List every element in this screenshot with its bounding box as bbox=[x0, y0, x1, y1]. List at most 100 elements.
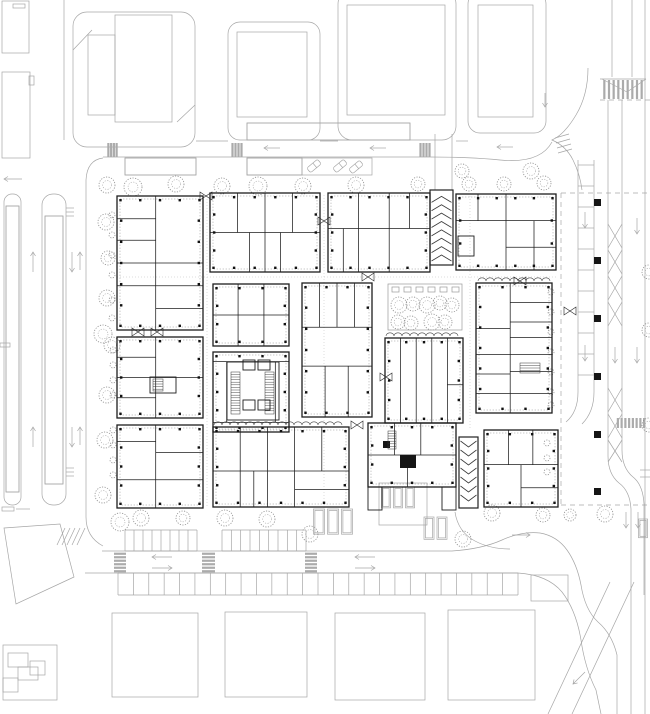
column bbox=[344, 501, 347, 504]
column bbox=[387, 266, 390, 269]
median-cross bbox=[607, 387, 623, 413]
planter bbox=[391, 286, 400, 293]
column bbox=[422, 341, 426, 344]
expansion-joint bbox=[563, 306, 577, 316]
truck-trailer bbox=[313, 508, 325, 535]
expansion-joint bbox=[379, 372, 393, 382]
column bbox=[120, 304, 123, 307]
car-icon bbox=[307, 159, 321, 173]
tree-canopy bbox=[108, 314, 116, 322]
median-cross bbox=[607, 439, 623, 463]
column bbox=[258, 430, 261, 433]
tree-icon bbox=[108, 211, 116, 219]
column bbox=[325, 411, 328, 414]
tree-icon bbox=[536, 175, 552, 191]
column bbox=[331, 213, 334, 216]
building-block bbox=[384, 337, 464, 424]
arrow-head bbox=[167, 565, 173, 571]
tree-canopy bbox=[109, 361, 117, 369]
tree-canopy bbox=[98, 386, 116, 404]
column bbox=[274, 266, 277, 269]
column bbox=[120, 261, 123, 265]
tree-canopy bbox=[454, 163, 470, 179]
column bbox=[366, 391, 369, 394]
core-fill bbox=[400, 455, 416, 468]
truck-icon bbox=[436, 516, 448, 548]
tree-inner bbox=[220, 513, 230, 523]
tree-inner bbox=[406, 318, 416, 328]
tree-inner bbox=[413, 179, 423, 189]
tree-canopy bbox=[248, 176, 268, 196]
truck-cab bbox=[438, 541, 446, 548]
column bbox=[283, 409, 286, 412]
tree-icon bbox=[390, 314, 406, 330]
column bbox=[197, 240, 200, 244]
column bbox=[216, 465, 219, 469]
truck-trailer-inner bbox=[328, 510, 338, 534]
tree-canopy bbox=[547, 401, 555, 409]
column bbox=[283, 322, 286, 326]
tree-icon bbox=[301, 525, 319, 543]
tree-icon bbox=[94, 486, 112, 504]
column bbox=[197, 219, 200, 222]
column bbox=[479, 346, 482, 350]
facade-mullions bbox=[387, 340, 461, 421]
context-building bbox=[114, 14, 173, 123]
tree-inner bbox=[262, 514, 272, 524]
sidewalk-hatch bbox=[246, 157, 303, 176]
column bbox=[314, 249, 317, 252]
stair bbox=[230, 371, 241, 415]
tree-inner bbox=[136, 513, 146, 523]
truck-icon bbox=[393, 486, 403, 509]
column bbox=[459, 242, 462, 245]
column bbox=[232, 196, 236, 199]
column bbox=[410, 426, 414, 429]
tree-inner bbox=[252, 180, 264, 192]
core-inner bbox=[226, 361, 280, 421]
facade-mullions bbox=[330, 195, 428, 270]
building-block bbox=[455, 193, 557, 271]
tree-canopy bbox=[123, 177, 143, 197]
column bbox=[406, 266, 409, 269]
ramp-chevron bbox=[460, 494, 477, 502]
tree-canopy bbox=[301, 525, 319, 543]
column bbox=[532, 197, 536, 200]
yield-stripe bbox=[555, 138, 571, 144]
tree-inner bbox=[178, 513, 188, 523]
ramp-chevron bbox=[431, 254, 452, 262]
tree-icon bbox=[403, 315, 419, 331]
tree-inner bbox=[114, 516, 126, 528]
arrow-head bbox=[69, 267, 75, 273]
column bbox=[178, 412, 181, 415]
column bbox=[349, 266, 352, 269]
parcel-loop bbox=[72, 11, 196, 148]
yield-stripe bbox=[556, 143, 572, 149]
column bbox=[314, 213, 317, 216]
building-block bbox=[483, 429, 559, 508]
tree-icon bbox=[547, 348, 555, 356]
column bbox=[524, 286, 527, 289]
context-building bbox=[346, 4, 446, 116]
context-building bbox=[530, 574, 569, 602]
truck-cab bbox=[329, 536, 338, 544]
tree-icon bbox=[108, 296, 116, 304]
arrow-head bbox=[3, 176, 9, 182]
tree-canopy bbox=[403, 315, 419, 331]
column bbox=[431, 426, 434, 429]
median-cross bbox=[607, 223, 623, 249]
column bbox=[197, 446, 200, 449]
tree-icon bbox=[109, 376, 117, 384]
truck-icon bbox=[381, 486, 391, 509]
truck-trailer bbox=[423, 516, 435, 540]
tree-inner bbox=[422, 300, 432, 310]
column bbox=[478, 407, 481, 410]
tree-icon bbox=[437, 314, 453, 330]
column bbox=[294, 266, 298, 269]
column bbox=[301, 430, 304, 433]
tree-inner bbox=[217, 181, 227, 191]
tree-icon bbox=[535, 507, 551, 523]
column bbox=[457, 379, 460, 382]
tree-icon bbox=[108, 314, 116, 322]
column bbox=[284, 340, 287, 343]
tree-inner bbox=[298, 181, 308, 191]
